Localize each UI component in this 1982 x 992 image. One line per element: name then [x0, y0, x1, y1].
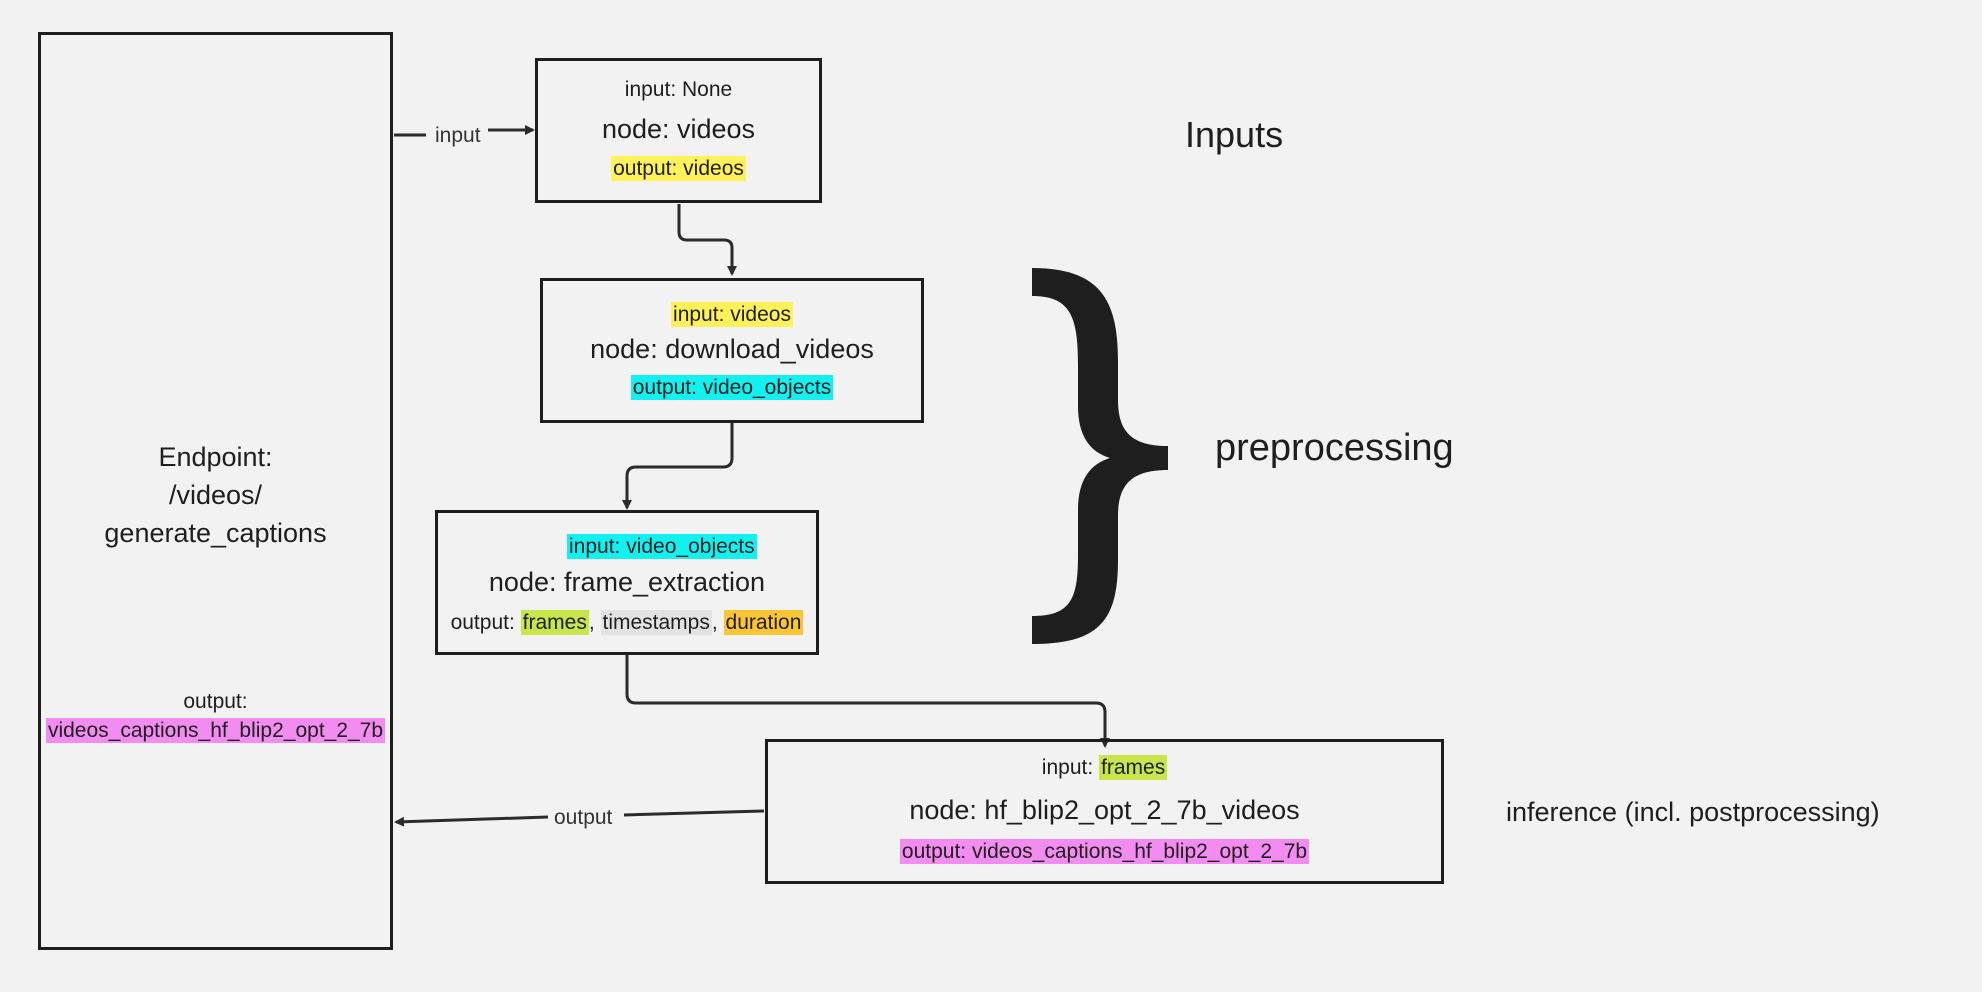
output-prefix: output:: [450, 611, 521, 634]
node-hf-blip2-box: [765, 739, 1444, 884]
node-hf-blip2-name: node: hf_blip2_opt_2_7b_videos: [909, 795, 1300, 825]
endpoint-title-line1: Endpoint:: [158, 442, 273, 472]
output-arrow: [396, 809, 765, 822]
endpoint-output-label: output:: [183, 690, 248, 713]
node-download-videos-input: input: videos: [671, 302, 793, 327]
node-download-videos-output: output: video_objects: [630, 375, 834, 400]
node-frame-extraction-input-wrap: input: video_objects: [567, 534, 757, 559]
section-inference-label: inference (incl. postprocessing): [1506, 797, 1880, 827]
node-videos-output: output: videos: [611, 156, 746, 181]
endpoint-box: [38, 32, 393, 950]
output-sep2: ,: [711, 611, 724, 634]
curly-brace: [1032, 268, 1168, 644]
output-duration: duration: [723, 610, 804, 635]
input-arrow-label: input: [433, 124, 483, 148]
arrow-videos-to-download: [677, 204, 737, 276]
output-sep1: ,: [588, 611, 601, 634]
node-hf-blip2-output-wrap: output: videos_captions_hf_blip2_opt_2_7…: [765, 839, 1444, 864]
node-videos-input: input: None: [624, 78, 733, 101]
node-hf-blip2-input-prefix: input:: [1041, 756, 1100, 779]
arrow-download-to-frame: [622, 422, 734, 510]
arrow-frame-to-blip2: [625, 655, 1110, 748]
node-hf-blip2-input-frames: frames: [1099, 755, 1168, 780]
node-frame-extraction-output: output: frames, timestamps, duration: [435, 610, 819, 635]
endpoint-title: Endpoint: /videos/ generate_captions: [38, 438, 393, 552]
section-preprocessing-label: preprocessing: [1215, 427, 1454, 469]
output-arrow-label: output: [552, 806, 615, 830]
node-frame-extraction-input: input: video_objects: [567, 534, 757, 559]
input-arrow: [394, 130, 533, 135]
endpoint-output-value: videos_captions_hf_blip2_opt_2_7b: [45, 718, 386, 743]
endpoint-output-value-wrap: videos_captions_hf_blip2_opt_2_7b: [38, 718, 393, 743]
endpoint-title-line2: /videos/: [168, 480, 263, 510]
node-download-videos-output-wrap: output: video_objects: [540, 375, 924, 400]
node-frame-extraction-box: [435, 510, 819, 655]
section-inputs-label: Inputs: [1185, 114, 1284, 155]
node-hf-blip2-input-wrap: input: frames: [765, 755, 1444, 780]
output-frames: frames: [520, 610, 589, 635]
node-frame-extraction-name: node: frame_extraction: [488, 567, 766, 597]
node-download-videos-box: [540, 278, 924, 423]
node-hf-blip2-output: output: videos_captions_hf_blip2_opt_2_7…: [899, 839, 1310, 864]
node-videos-output-wrap: output: videos: [535, 156, 822, 181]
node-download-videos-input-wrap: input: videos: [540, 302, 924, 327]
node-videos-box: [535, 58, 822, 203]
output-timestamps: timestamps: [600, 610, 712, 635]
endpoint-title-line3: generate_captions: [104, 518, 327, 548]
node-videos-name: node: videos: [601, 114, 756, 144]
node-download-videos-name: node: download_videos: [590, 334, 874, 364]
